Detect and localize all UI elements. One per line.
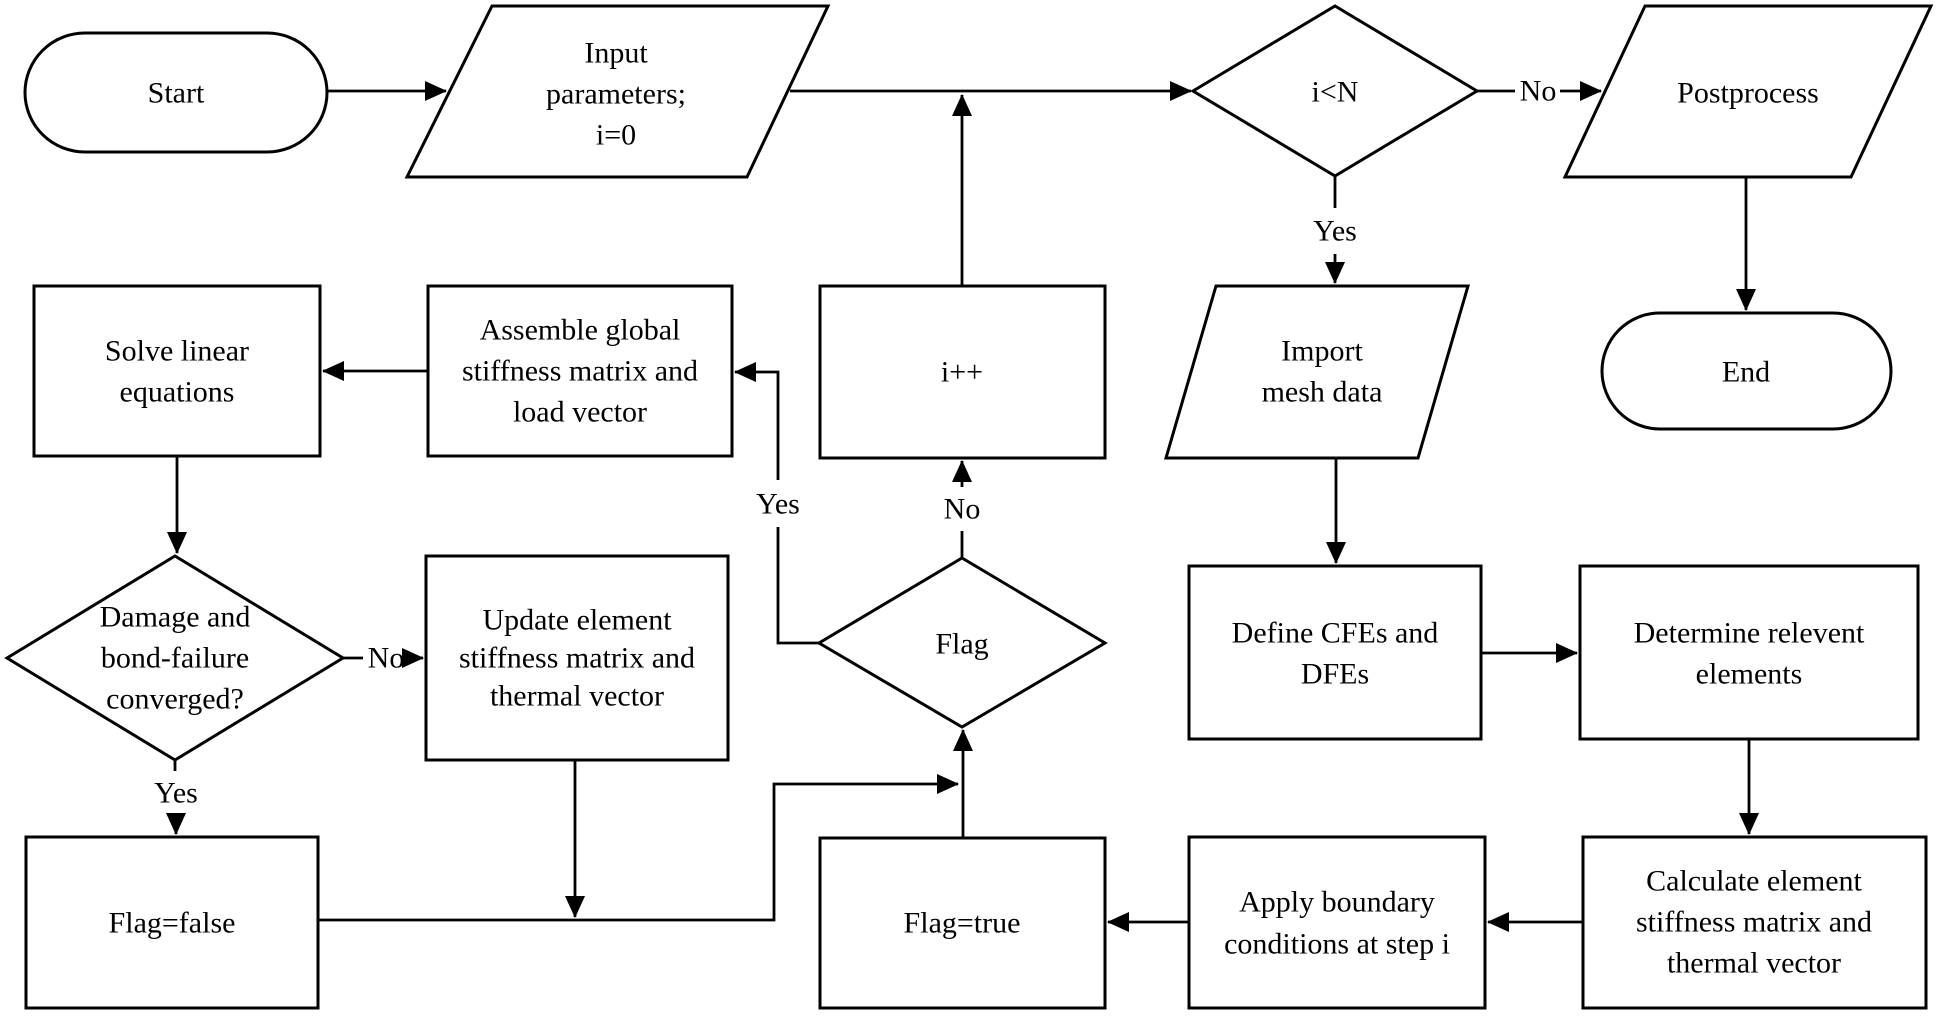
edges <box>166 81 1759 932</box>
start-label: Start <box>148 77 205 110</box>
arrow-flagfalse-merge <box>318 774 959 922</box>
damage-converged-decision-shape <box>4 554 346 762</box>
end-terminator-shape <box>1600 311 1893 431</box>
flag-true-process-shape <box>818 836 1107 1010</box>
calculate-element-line-2: stiffness matrix and <box>1636 906 1872 939</box>
node-calculate-element: Calculate element stiffness matrix and t… <box>1581 835 1928 1010</box>
label-yes-to-import: Yes <box>1313 215 1357 248</box>
input-parameters-parallelogram-shape <box>404 4 831 179</box>
assemble-global-line-1: Assemble global <box>480 314 681 347</box>
node-input-parameters: Input parameters; i=0 <box>404 4 831 179</box>
input-parameters-line-3: i=0 <box>596 119 636 152</box>
solve-linear-line-1: Solve linear <box>105 335 249 368</box>
edge-labels: No Yes Yes No No Yes <box>154 75 1556 810</box>
flag-false-label: Flag=false <box>109 907 236 940</box>
label-yes-damage-to-flagfalse: Yes <box>154 777 198 810</box>
damage-converged-line-1: Damage and <box>100 601 251 634</box>
label-no-damage-to-update: No <box>368 642 405 675</box>
node-apply-boundary: Apply boundary conditions at step i <box>1187 835 1487 1010</box>
assemble-global-line-2: stiffness matrix and <box>462 355 698 388</box>
node-flag-false: Flag=false <box>24 835 320 1010</box>
input-parameters-line-2: parameters; <box>546 78 686 111</box>
flag-true-label: Flag=true <box>904 907 1021 940</box>
node-update-element: Update element stiffness matrix and ther… <box>424 554 730 762</box>
apply-boundary-line-1: Apply boundary <box>1239 886 1435 919</box>
node-assemble-global: Assemble global stiffness matrix and loa… <box>426 284 734 458</box>
node-flag-decision: Flag <box>816 556 1108 729</box>
node-import-mesh-data: Import mesh data <box>1164 284 1470 460</box>
define-cfes-dfes-process-shape <box>1187 564 1483 741</box>
node-determine-relevent-elements: Determine relevent elements <box>1578 564 1920 741</box>
node-start: Start <box>23 31 329 154</box>
i-less-than-n-label: i<N <box>1312 76 1359 109</box>
input-parameters-line-1: Input <box>584 37 648 70</box>
apply-boundary-line-2: conditions at step i <box>1224 928 1450 961</box>
arrow-flag-yes-segment2 <box>734 362 780 480</box>
end-label: End <box>1722 356 1770 389</box>
import-mesh-data-parallelogram-shape <box>1164 284 1470 460</box>
update-element-line-2: stiffness matrix and <box>459 642 695 675</box>
node-end: End <box>1600 311 1893 431</box>
start-terminator-shape <box>23 31 329 154</box>
node-damage-converged: Damage and bond-failure converged? <box>4 554 346 762</box>
i-plus-plus-process-shape <box>818 284 1107 460</box>
postprocess-parallelogram-shape <box>1562 4 1934 179</box>
i-less-than-n-decision-shape <box>1190 4 1480 178</box>
flag-decision-label: Flag <box>935 628 988 661</box>
solve-linear-line-2: equations <box>120 376 235 409</box>
apply-boundary-process-shape <box>1187 835 1487 1010</box>
import-mesh-data-line-2: mesh data <box>1262 376 1383 409</box>
define-cfes-dfes-line-1: Define CFEs and <box>1232 617 1439 650</box>
label-yes-flag-to-assemble: Yes <box>756 488 800 521</box>
determine-relevent-elements-line-1: Determine relevent <box>1634 617 1865 650</box>
flag-false-process-shape <box>24 835 320 1010</box>
calculate-element-line-3: thermal vector <box>1667 947 1841 980</box>
node-postprocess: Postprocess <box>1562 4 1934 179</box>
node-define-cfes-dfes: Define CFEs and DFEs <box>1187 564 1483 741</box>
determine-relevent-elements-process-shape <box>1578 564 1920 741</box>
node-i-plus-plus: i++ <box>818 284 1107 460</box>
solve-linear-process-shape <box>32 284 322 458</box>
node-solve-linear: Solve linear equations <box>32 284 322 458</box>
calculate-element-process-shape <box>1581 835 1928 1010</box>
node-i-less-than-n: i<N <box>1190 4 1480 178</box>
damage-converged-line-3: converged? <box>106 683 244 716</box>
label-no-to-postprocess: No <box>1520 75 1557 108</box>
assemble-global-line-3: load vector <box>513 396 647 429</box>
damage-converged-line-2: bond-failure <box>101 642 249 675</box>
calculate-element-line-1: Calculate element <box>1646 865 1862 898</box>
label-no-flag-to-iplusplus: No <box>944 493 981 526</box>
flag-decision-shape <box>816 556 1108 729</box>
import-mesh-data-line-1: Import <box>1281 335 1363 368</box>
node-flag-true: Flag=true <box>818 836 1107 1010</box>
update-element-line-3: thermal vector <box>490 680 664 713</box>
assemble-global-process-shape <box>426 284 734 458</box>
postprocess-label: Postprocess <box>1677 77 1819 110</box>
determine-relevent-elements-line-2: elements <box>1696 658 1803 691</box>
update-element-line-1: Update element <box>482 604 672 637</box>
arrow-flag-yes-segment1 <box>776 527 819 645</box>
define-cfes-dfes-line-2: DFEs <box>1301 658 1369 691</box>
i-plus-plus-label: i++ <box>941 356 983 389</box>
update-element-process-shape <box>424 554 730 762</box>
